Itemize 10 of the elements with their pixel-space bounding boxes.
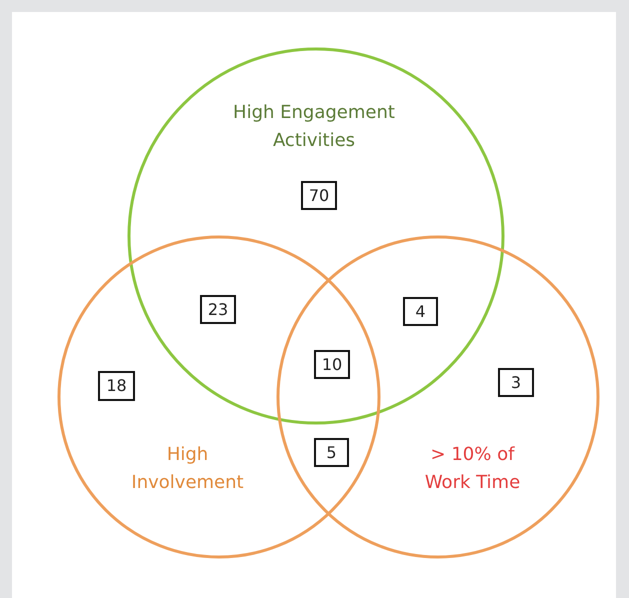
count-box: 23 bbox=[200, 295, 236, 324]
count-box: 3 bbox=[498, 368, 534, 397]
count-box: 5 bbox=[314, 438, 349, 467]
set-label: High Engagement Activities bbox=[232, 101, 396, 153]
count-box: 10 bbox=[314, 350, 350, 379]
set-label: High Involvement bbox=[130, 443, 245, 495]
count-box: 18 bbox=[98, 371, 135, 401]
set-label: > 10% of Work Time bbox=[424, 443, 522, 495]
count-box: 70 bbox=[301, 181, 337, 210]
count-box: 4 bbox=[403, 297, 438, 326]
